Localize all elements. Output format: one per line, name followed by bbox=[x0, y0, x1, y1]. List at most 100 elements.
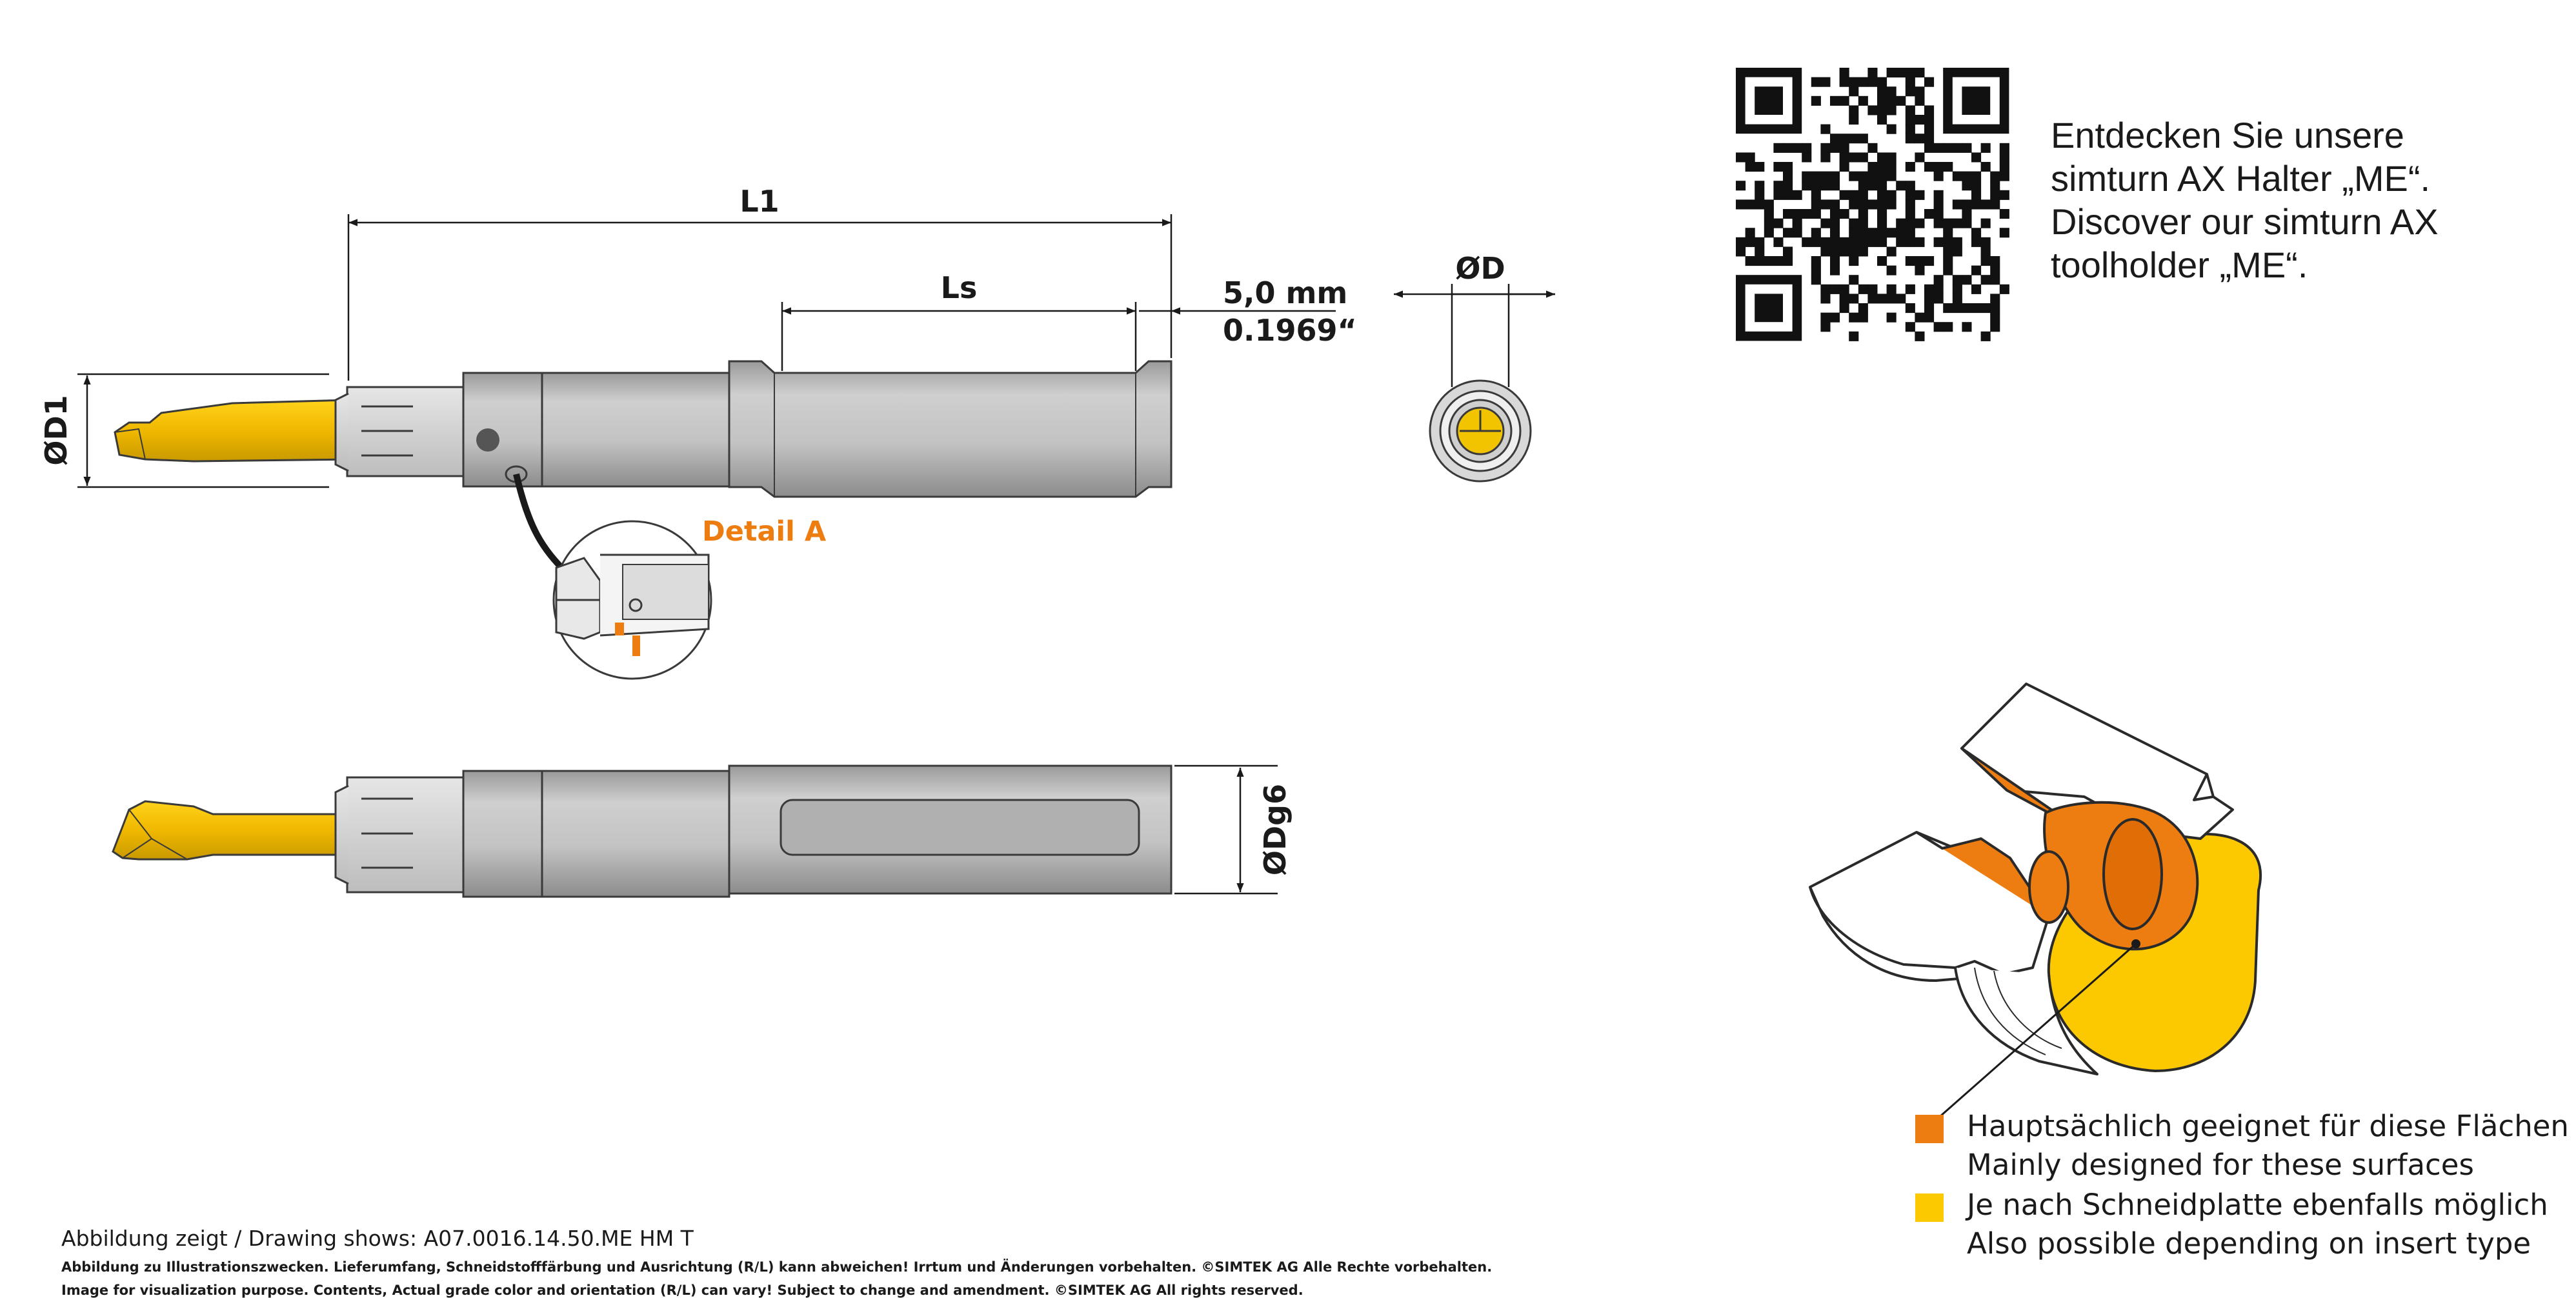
qr-module bbox=[1924, 256, 1935, 266]
qr-module bbox=[1933, 218, 1944, 228]
qr-module bbox=[1820, 237, 1831, 247]
qr-module bbox=[1980, 162, 1991, 172]
body-top bbox=[462, 372, 543, 488]
qr-module bbox=[1839, 237, 1849, 247]
qr-module bbox=[1849, 152, 1859, 163]
qr-module bbox=[1980, 303, 1991, 314]
qr-module bbox=[1924, 303, 1935, 314]
qr-module bbox=[1896, 228, 1906, 238]
qr-module bbox=[1971, 284, 1982, 294]
qr-module bbox=[1924, 124, 1935, 134]
qr-module bbox=[1933, 237, 1944, 247]
qr-module bbox=[1924, 115, 1935, 125]
qr-module bbox=[1933, 162, 1944, 172]
qr-module bbox=[1792, 209, 1802, 219]
qr-module bbox=[1905, 237, 1915, 247]
qr-module bbox=[1886, 284, 1897, 294]
qr-module bbox=[1755, 181, 1765, 191]
qr-module bbox=[1933, 143, 1944, 153]
legend-item-yellow: Je nach Schneidplatte ebenfalls möglich … bbox=[1967, 1186, 2548, 1263]
legend-item-orange: Hauptsächlich geeignet für diese Flächen… bbox=[1967, 1107, 2569, 1184]
qr-module bbox=[1849, 105, 1859, 115]
qr-module bbox=[1980, 199, 1991, 210]
qr-module bbox=[1971, 237, 1982, 247]
qr-module bbox=[1915, 134, 1925, 144]
qr-module bbox=[1849, 86, 1859, 97]
qr-module bbox=[1905, 322, 1915, 332]
qr-module bbox=[1924, 312, 1935, 323]
qr-module bbox=[1745, 256, 1755, 266]
qr-module bbox=[1924, 105, 1935, 115]
qr-module bbox=[1858, 152, 1868, 163]
qr-module bbox=[1745, 228, 1755, 238]
qr-module bbox=[1830, 246, 1840, 257]
dim-d1: ØD1 bbox=[39, 395, 74, 465]
insert-top bbox=[114, 399, 353, 463]
qr-module bbox=[1755, 294, 1783, 323]
qr-module bbox=[1915, 256, 1925, 266]
qr-module bbox=[1745, 152, 1755, 163]
qr-module bbox=[1820, 284, 1831, 294]
drawing-shows-caption: Abbildung zeigt / Drawing shows: A07.001… bbox=[61, 1226, 694, 1251]
qr-module bbox=[1877, 199, 1887, 210]
qr-module bbox=[1971, 181, 1982, 191]
qr-module bbox=[1858, 303, 1868, 314]
qr-module bbox=[1792, 218, 1802, 228]
qr-module bbox=[1820, 171, 1831, 181]
qr-module bbox=[1755, 237, 1765, 247]
qr-module bbox=[1915, 190, 1925, 200]
qr-module bbox=[1980, 246, 1991, 257]
qr-module bbox=[1811, 275, 1821, 285]
qr-module bbox=[1952, 246, 1962, 257]
qr-module bbox=[1764, 218, 1774, 228]
qr-module bbox=[1858, 284, 1868, 294]
qr-module bbox=[1783, 209, 1793, 219]
qr-module bbox=[1915, 68, 1925, 78]
qr-module bbox=[1783, 190, 1793, 200]
qr-module bbox=[1830, 143, 1840, 153]
qr-module bbox=[1858, 228, 1868, 238]
qr-module bbox=[1839, 294, 1849, 304]
qr-module bbox=[1905, 218, 1915, 228]
qr-module bbox=[1905, 199, 1915, 210]
qr-module bbox=[1764, 256, 1774, 266]
dim-l1: L1 bbox=[740, 184, 779, 219]
qr-module bbox=[1943, 162, 1953, 172]
qr-module bbox=[1886, 190, 1897, 200]
qr-module bbox=[1915, 152, 1925, 163]
qr-module bbox=[1773, 143, 1784, 153]
qr-module bbox=[1886, 105, 1897, 115]
qr-module bbox=[1849, 115, 1859, 125]
qr-module bbox=[1820, 218, 1831, 228]
qr-module bbox=[1943, 237, 1953, 247]
legend-orange-line1: Hauptsächlich geeignet für diese Flächen bbox=[1967, 1109, 2569, 1143]
qr-module bbox=[1867, 199, 1878, 210]
qr-module bbox=[1905, 115, 1915, 125]
tool-top-view bbox=[114, 360, 1172, 498]
qr-module bbox=[1764, 199, 1774, 210]
qr-module bbox=[1773, 218, 1784, 228]
qr-module bbox=[1952, 199, 1962, 210]
qr-module bbox=[1877, 218, 1887, 228]
qr-module bbox=[1924, 77, 1935, 87]
qr-module bbox=[1915, 331, 1925, 341]
qr-module bbox=[1849, 294, 1859, 304]
qr-module bbox=[1745, 199, 1755, 210]
qr-module bbox=[1943, 322, 1953, 332]
shank-top bbox=[728, 360, 1172, 498]
qr-module bbox=[1877, 256, 1887, 266]
qr-module bbox=[1849, 256, 1859, 266]
qr-module bbox=[1745, 237, 1755, 247]
qr-module bbox=[1943, 143, 1953, 153]
qr-module bbox=[1915, 115, 1925, 125]
qr-module bbox=[1924, 134, 1935, 144]
qr-module bbox=[1886, 228, 1897, 238]
qr-module bbox=[1896, 218, 1906, 228]
qr-module bbox=[1952, 237, 1962, 247]
qr-module bbox=[1877, 190, 1887, 200]
qr-module bbox=[1736, 152, 1746, 163]
qr-module bbox=[1962, 218, 1972, 228]
qr-module bbox=[1867, 171, 1878, 181]
qr-module bbox=[1849, 246, 1859, 257]
legend-yellow-line1: Je nach Schneidplatte ebenfalls möglich bbox=[1967, 1188, 2548, 1222]
